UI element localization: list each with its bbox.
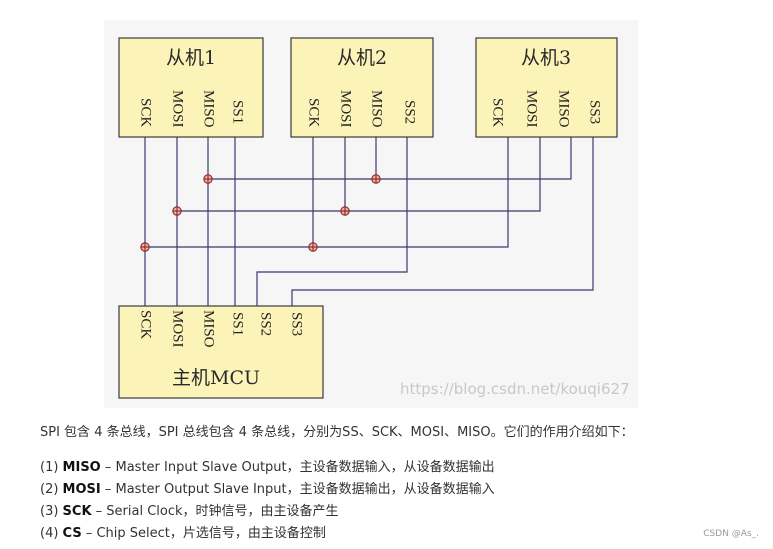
junction-dot [371,174,381,184]
slave-box-1: 从机1 SCK MOSI MISO SS1 [118,37,264,138]
pin-label-mosi: MOSI [338,90,354,128]
pin-label-mosi: MOSI [524,90,540,128]
intro-paragraph: SPI 包含 4 条总线，SPI 总线包含 4 条总线，分别为SS、SCK、MO… [40,425,634,440]
pin-label-ss3: SS3 [289,312,305,336]
item-prefix: (1) [40,460,63,475]
master-box: SCK MOSI MISO SS1 SS2 SS3 主机MCU [118,305,324,399]
pin-label-sck: SCK [306,98,322,127]
pin-label-sck: SCK [138,98,154,127]
item-term: MISO [62,460,101,475]
pin-label-ss2: SS2 [402,100,418,124]
spi-diagram: 从机1 SCK MOSI MISO SS1 从机2 SCK MOSI MISO … [118,37,630,399]
pin-label-miso: MISO [201,90,217,128]
slave-box-3: 从机3 SCK MOSI MISO SS3 [475,37,618,138]
wire-slave3-mosi [345,137,541,212]
junction-dot [308,242,318,252]
csdn-author-tag: CSDN @As_. [703,529,759,539]
item-description: – Master Output Slave Input，主设备数据输出，从设备数… [100,482,495,497]
wire-slave2-ss2 [256,137,408,306]
slave-title: 从机3 [521,47,571,69]
item-description: – Chip Select，片选信号，由主设备控制 [81,526,326,541]
pin-label-sck: SCK [138,310,154,339]
pin-label-ss3: SS3 [587,100,603,124]
item-description: – Master Input Slave Output，主设备数据输入，从设备数… [100,460,495,475]
watermark: https://blog.csdn.net/kouqi627 [400,380,630,398]
pin-label-miso: MISO [556,90,572,128]
wire-slave3-miso [376,137,572,180]
pin-label-miso: MISO [201,310,217,348]
pin-label-ss2: SS2 [258,312,274,336]
wire-slave3-ss3 [291,137,594,306]
item-description: – Serial Clock，时钟信号，由主设备产生 [91,504,339,519]
junction-dot [172,206,182,216]
slave-title: 从机2 [337,47,387,69]
item-prefix: (2) [40,482,63,497]
pin-label-miso: MISO [369,90,385,128]
wires [144,137,594,306]
pin-label-sck: SCK [490,98,506,127]
definition-item: (1) MISO – Master Input Slave Output，主设备… [40,456,495,475]
junction-dot [140,242,150,252]
pin-label-mosi: MOSI [170,310,186,348]
master-title: 主机MCU [172,367,260,389]
slave-box-2: 从机2 SCK MOSI MISO SS2 [290,37,434,138]
item-term: CS [62,526,82,541]
definition-item: (4) CS – Chip Select，片选信号，由主设备控制 [40,522,326,541]
wire-slave3-sck [313,137,509,248]
item-prefix: (3) [40,504,63,519]
item-term: MOSI [62,482,101,497]
junctions [140,174,381,252]
pin-label-ss1: SS1 [230,312,246,336]
junction-dot [340,206,350,216]
item-prefix: (4) [40,526,63,541]
junction-dot [203,174,213,184]
definition-item: (3) SCK – Serial Clock，时钟信号，由主设备产生 [40,500,339,519]
pin-label-ss1: SS1 [230,100,246,124]
item-term: SCK [62,504,92,519]
definition-item: (2) MOSI – Master Output Slave Input，主设备… [40,478,495,497]
slave-title: 从机1 [166,47,216,69]
pin-label-mosi: MOSI [170,90,186,128]
